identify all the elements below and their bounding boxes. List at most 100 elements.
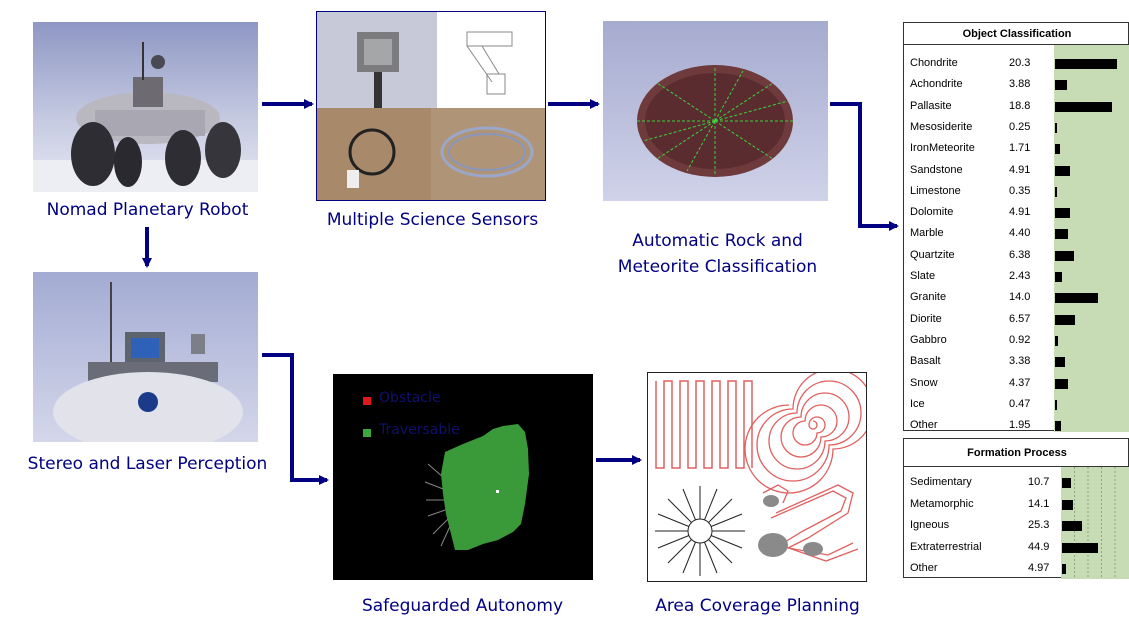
row-bar xyxy=(1062,542,1098,553)
science-sensors-photo xyxy=(316,11,546,201)
obstacle-legend-swatch xyxy=(363,397,371,405)
caption-nomad-robot: Nomad Planetary Robot xyxy=(46,200,249,220)
row-bar xyxy=(1055,378,1069,389)
table-row: Basalt 3.38 xyxy=(904,351,1129,372)
row-value: 1.95 xyxy=(1009,419,1031,432)
table-row: IronMeteorite 1.71 xyxy=(904,138,1129,159)
table-row: Marble 4.40 xyxy=(904,223,1129,244)
row-value: 6.57 xyxy=(1009,312,1031,325)
row-bar xyxy=(1055,314,1076,325)
row-value: 4.97 xyxy=(1028,562,1050,574)
row-label: Mesosiderite xyxy=(910,120,973,133)
table-row: Limestone 0.35 xyxy=(904,181,1129,202)
row-bar xyxy=(1062,499,1074,510)
row-bar xyxy=(1055,101,1113,112)
table-row: Dolomite 4.91 xyxy=(904,202,1129,223)
row-bar xyxy=(1055,357,1066,368)
arrow-classification-to-table xyxy=(830,102,899,231)
obstacle-legend-label: Obstacle xyxy=(379,390,441,406)
row-value: 3.88 xyxy=(1009,78,1031,91)
row-bar xyxy=(1055,186,1057,197)
row-bar xyxy=(1055,399,1057,410)
safeguarded-autonomy-map: Obstacle Traversable xyxy=(333,374,593,580)
row-bar xyxy=(1055,144,1061,155)
row-value: 0.25 xyxy=(1009,120,1031,133)
row-label: Quartzite xyxy=(910,248,955,261)
row-label: Igneous xyxy=(910,519,950,531)
row-bar xyxy=(1062,564,1066,574)
caption-classification-line1: Automatic Rock and xyxy=(632,231,803,251)
table-row: Metamorphic 14.1 xyxy=(904,494,1129,515)
arrow-perception-to-safeguarded xyxy=(262,353,329,485)
area-coverage-planning-diagram xyxy=(647,372,867,582)
row-value: 25.3 xyxy=(1028,519,1050,531)
caption-science-sensors: Multiple Science Sensors xyxy=(326,210,539,230)
row-label: Sedimentary xyxy=(910,476,972,488)
row-label: Other xyxy=(910,562,938,574)
row-value: 4.91 xyxy=(1009,206,1031,219)
table-row: Snow 4.37 xyxy=(904,373,1129,394)
object-classification-title: Object Classification xyxy=(904,23,1129,45)
row-label: Pallasite xyxy=(910,99,952,112)
table-row: Igneous 25.3 xyxy=(904,515,1129,536)
row-label: Sandstone xyxy=(910,163,963,176)
caption-safeguarded-autonomy: Safeguarded Autonomy xyxy=(361,596,564,616)
row-bar xyxy=(1055,80,1067,91)
caption-area-coverage-planning: Area Coverage Planning xyxy=(655,596,860,616)
table-row: Pallasite 18.8 xyxy=(904,96,1129,117)
row-bar xyxy=(1055,208,1070,219)
row-value: 0.92 xyxy=(1009,333,1031,346)
row-bar xyxy=(1055,272,1063,282)
table-row: Mesosiderite 0.25 xyxy=(904,117,1129,138)
row-label: Metamorphic xyxy=(910,497,974,510)
row-value: 44.9 xyxy=(1028,540,1050,553)
row-label: Snow xyxy=(910,376,938,389)
row-label: Marble xyxy=(910,227,944,240)
table-row: Extraterrestrial 44.9 xyxy=(904,537,1129,558)
caption-classification-line2: Meteorite Classification xyxy=(617,257,818,277)
table-row: Other 4.97 xyxy=(904,558,1129,579)
formation-process-title: Formation Process xyxy=(904,439,1129,467)
row-value: 3.38 xyxy=(1009,355,1031,368)
row-label: Dolomite xyxy=(910,206,954,219)
rock-classification-photo xyxy=(603,21,828,201)
row-value: 4.37 xyxy=(1009,376,1031,389)
row-label: Slate xyxy=(910,270,936,282)
table-row: Achondrite 3.88 xyxy=(904,74,1129,95)
row-label: IronMeteorite xyxy=(910,142,975,155)
row-value: 18.8 xyxy=(1009,99,1031,112)
row-bar xyxy=(1055,165,1070,176)
stereo-laser-perception-photo xyxy=(33,272,258,442)
row-value: 10.7 xyxy=(1028,476,1050,488)
row-label: Ice xyxy=(910,397,925,410)
row-value: 1.71 xyxy=(1009,142,1031,155)
row-value: 14.0 xyxy=(1009,291,1031,304)
table-row: Other 1.95 xyxy=(904,415,1129,436)
row-label: Other xyxy=(910,419,938,432)
row-bar xyxy=(1055,250,1075,261)
row-label: Achondrite xyxy=(910,78,963,91)
row-value: 20.3 xyxy=(1009,57,1031,69)
traversable-legend-label: Traversable xyxy=(379,422,460,438)
table-row: Chondrite 20.3 xyxy=(904,53,1129,74)
row-label: Chondrite xyxy=(910,57,958,69)
row-value: 14.1 xyxy=(1028,497,1050,510)
row-label: Granite xyxy=(910,291,947,304)
row-value: 4.40 xyxy=(1009,227,1031,240)
table-row: Granite 14.0 xyxy=(904,287,1129,308)
row-value: 0.35 xyxy=(1009,184,1031,197)
row-label: Basalt xyxy=(910,355,941,368)
nomad-robot-photo xyxy=(33,22,258,192)
row-label: Extraterrestrial xyxy=(910,540,982,553)
row-label: Limestone xyxy=(910,184,961,197)
row-value: 4.91 xyxy=(1009,163,1031,176)
row-bar xyxy=(1062,478,1071,488)
row-bar xyxy=(1055,293,1098,304)
